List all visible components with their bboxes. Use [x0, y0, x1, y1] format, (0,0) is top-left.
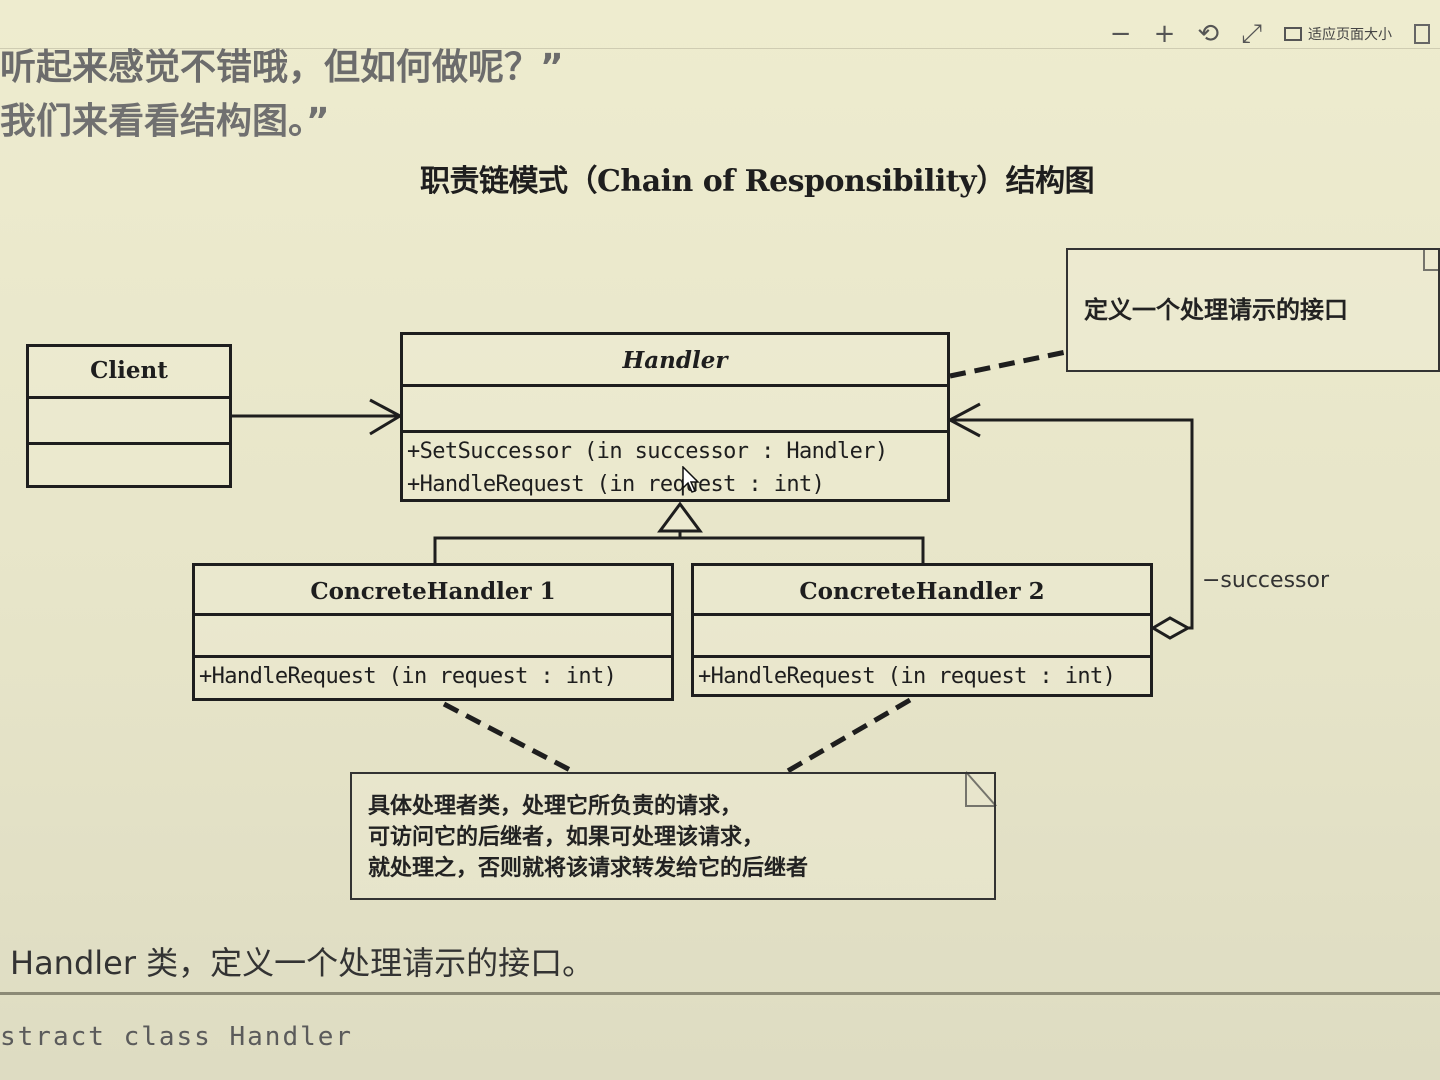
- note-line-2: 可访问它的后继者，如果可处理该请求，: [368, 825, 765, 850]
- successor-arrowhead: [946, 402, 981, 438]
- intro-line-2: 我们来看看结构图。”: [0, 101, 330, 142]
- concrete-handler-2-operations: +HandleRequest (in request : int): [694, 658, 1150, 696]
- concrete-handler-2-attributes: [694, 616, 1150, 658]
- note-line-3: 就处理之，否则就将该请求转发给它的后继者: [368, 856, 809, 881]
- client-class: Client: [26, 344, 232, 488]
- handler-note: 定义一个处理请示的接口: [1066, 248, 1440, 372]
- rotate-button[interactable]: ⟲: [1197, 19, 1220, 49]
- concrete-handler-1-operations: +HandleRequest (in request : int): [195, 658, 671, 696]
- concrete-handler-1-class: ConcreteHandler 1 +HandleRequest (in req…: [192, 563, 674, 701]
- concrete-handler-1-attributes: [195, 616, 671, 658]
- handler-class: Handler +SetSuccessor (in successor : Ha…: [400, 332, 950, 502]
- handler-caption: Handler 类，定义一个处理请示的接口。: [10, 944, 595, 982]
- aggregation-diamond: [1150, 616, 1192, 640]
- concrete-handler-note: 具体处理者类，处理它所负责的请求， 可访问它的后继者，如果可处理该请求， 就处理…: [350, 772, 996, 900]
- operation-handle-request: +HandleRequest (in request : int): [199, 664, 617, 689]
- handler-attributes: [403, 387, 947, 433]
- zoom-in-button[interactable]: +: [1153, 19, 1176, 49]
- generalization-triangle: [657, 501, 703, 533]
- handler-note-text: 定义一个处理请示的接口: [1084, 296, 1348, 324]
- fit-page-label: 适应页面大小: [1308, 27, 1392, 43]
- generalization-branch: [433, 536, 925, 563]
- operation-handle-request: +HandleRequest (in request : int): [407, 472, 825, 497]
- ch1-note-link: [442, 701, 576, 775]
- operation-handle-request: +HandleRequest (in request : int): [698, 664, 1116, 689]
- handler-class-name: Handler: [403, 335, 947, 387]
- note-bottom-fold: [965, 771, 997, 807]
- handler-note-link: [949, 349, 1067, 379]
- intro-line-1: 听起来感觉不错哦，但如何做呢？”: [0, 47, 564, 88]
- note-line-1: 具体处理者类，处理它所负责的请求，: [368, 794, 743, 819]
- fit-page-button[interactable]: 适应页面大小: [1284, 24, 1392, 44]
- toolbar-divider: [0, 48, 1440, 49]
- successor-role-label: −successor: [1202, 568, 1329, 593]
- note-bottom-dogear: [965, 772, 996, 807]
- diagram-title: 职责链模式（Chain of Responsibility）结构图: [420, 164, 1095, 199]
- page-icon[interactable]: [1414, 24, 1430, 44]
- fit-page-icon: [1284, 27, 1302, 41]
- concrete-handler-2-class: ConcreteHandler 2 +HandleRequest (in req…: [691, 563, 1153, 697]
- ch2-note-link: [784, 697, 912, 775]
- operation-set-successor: +SetSuccessor (in successor : Handler): [407, 439, 888, 464]
- viewer-toolbar: − + ⟲ ⤢ 适应页面大小: [1110, 12, 1440, 56]
- fullscreen-button[interactable]: ⤢: [1241, 19, 1262, 49]
- client-class-name: Client: [29, 347, 229, 399]
- concrete-handler-1-name: ConcreteHandler 1: [195, 566, 671, 616]
- note-top-dogear: [1423, 248, 1440, 271]
- client-attributes: [29, 399, 229, 445]
- mouse-pointer-icon: [682, 466, 700, 493]
- code-block-divider: [0, 992, 1440, 995]
- code-line: stract class Handler: [0, 1022, 354, 1052]
- concrete-handler-2-name: ConcreteHandler 2: [694, 566, 1150, 616]
- handler-operations: +SetSuccessor (in successor : Handler) +…: [403, 433, 947, 501]
- zoom-out-button[interactable]: −: [1109, 19, 1132, 49]
